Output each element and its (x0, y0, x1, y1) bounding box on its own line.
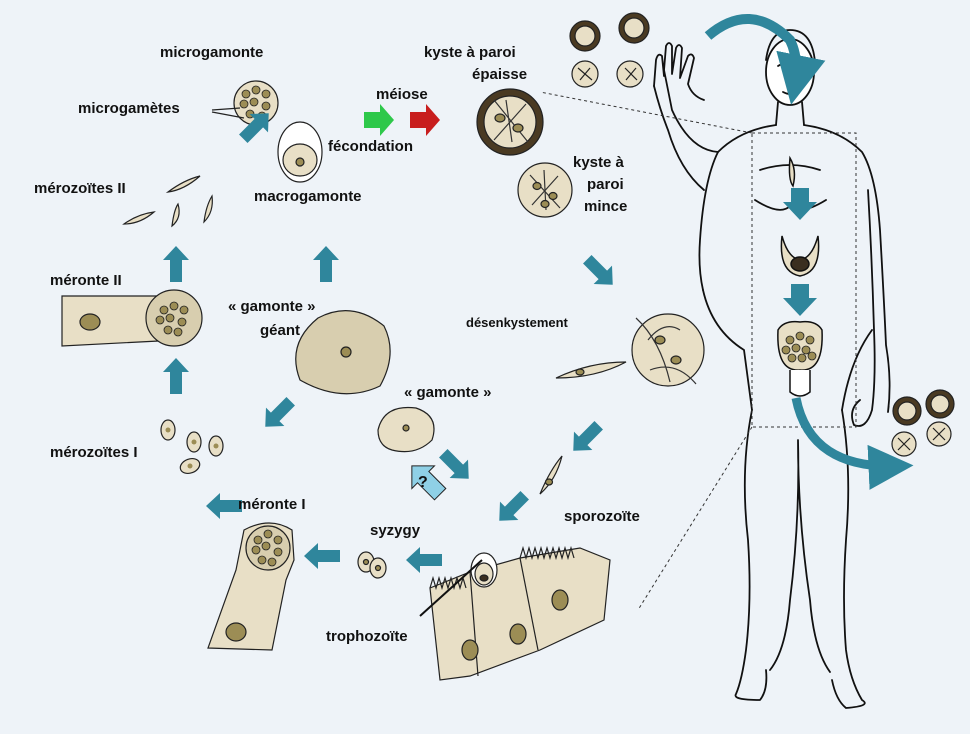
merozoites-i-label: mérozoïtes I (50, 444, 138, 461)
meront-ii-label: méronte II (50, 272, 122, 289)
thin-cyst-label-line3: mince (584, 198, 627, 215)
excysting-cyst (632, 314, 704, 386)
thick-cyst-label-line1: kyste à paroi (424, 44, 516, 61)
meront-i-label: méronte I (238, 496, 306, 513)
gamont-label: « gamonte » (404, 384, 492, 401)
sporozoite-label: sporozoïte (564, 508, 640, 525)
excystation-label: désenkystement (466, 314, 568, 331)
fertilization-label: fécondation (328, 138, 413, 155)
thin-cyst-label-line1: kyste à (573, 154, 624, 171)
question-mark-label: ? (418, 474, 428, 491)
merozoites-ii-label: mérozoïtes II (34, 180, 126, 197)
macrogamont-label: macrogamonte (254, 188, 362, 205)
giant-gamont-label-line1: « gamonte » (228, 298, 316, 315)
microgametes-label: microgamètes (78, 100, 180, 117)
macrogamont-cell (278, 122, 322, 182)
thin-wall-cyst (518, 163, 572, 217)
meiosis-label: méiose (376, 86, 428, 103)
thin-cyst-label-line2: paroi (587, 176, 624, 193)
gamont-cell (378, 407, 434, 451)
trophozoite-label: trophozoïte (326, 628, 408, 645)
thick-wall-cyst (477, 89, 543, 155)
microgamont-label: microgamonte (160, 44, 263, 61)
thick-cyst-label-line2: épaisse (472, 66, 527, 83)
giant-gamont-label-line2: géant (260, 322, 300, 339)
syzygy-label: syzygy (370, 522, 420, 539)
